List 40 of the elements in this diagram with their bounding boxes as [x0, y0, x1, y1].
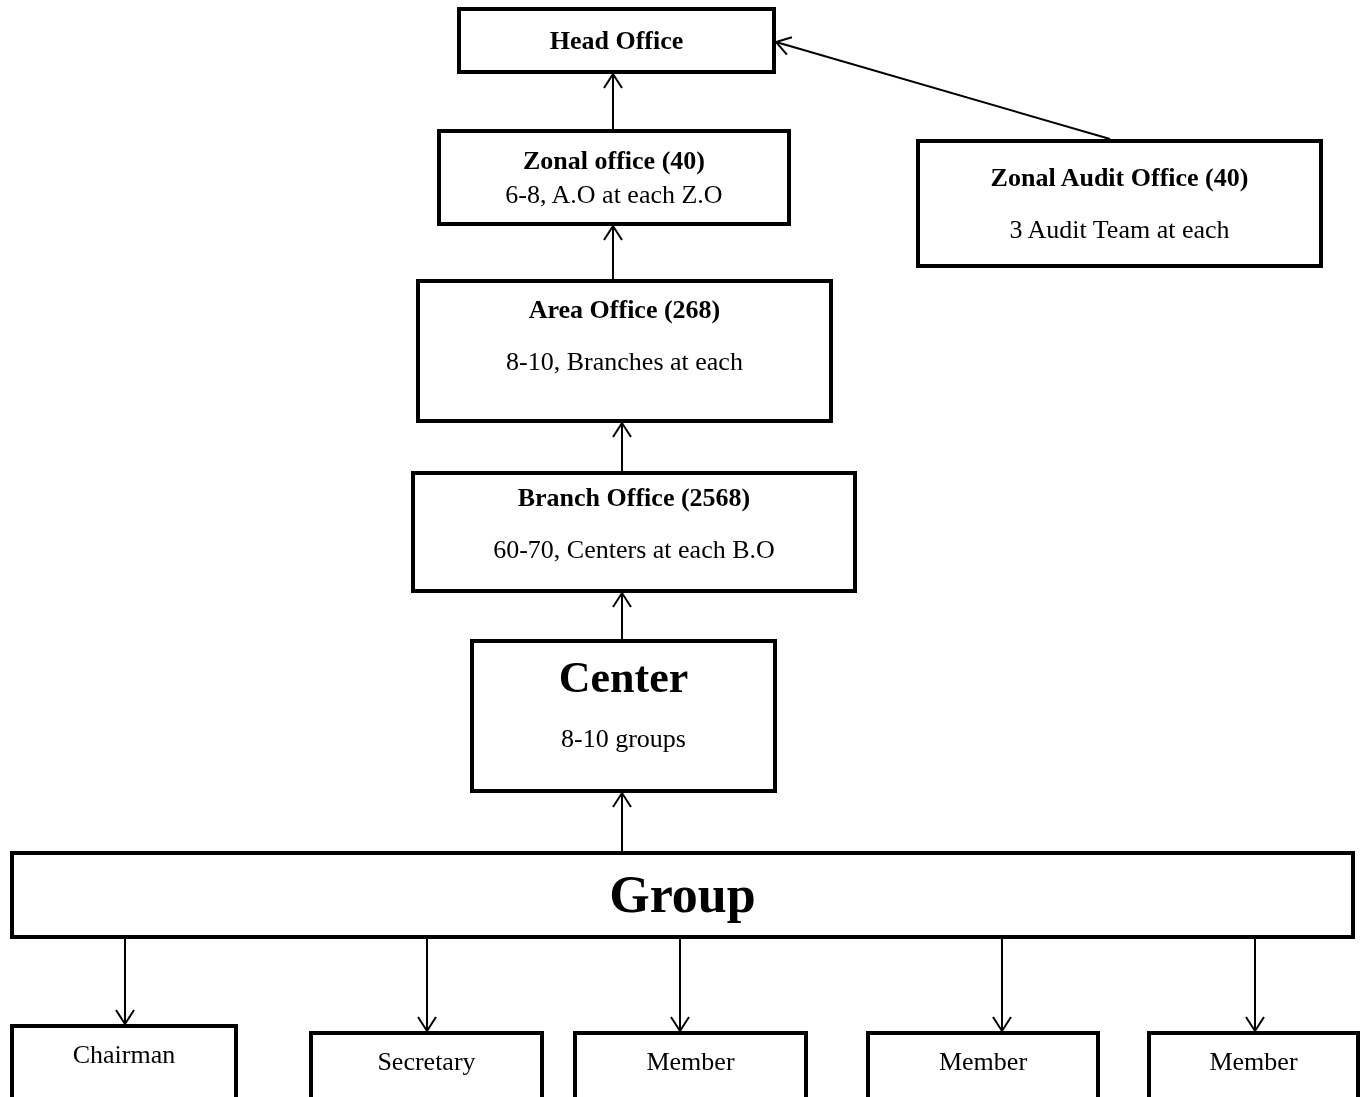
office-box [457, 7, 776, 74]
box-heading: Branch Office (2568) [517, 483, 751, 513]
office-box [411, 471, 857, 593]
box-label: Member [938, 1047, 1028, 1077]
role-box [309, 1031, 544, 1097]
role-box [10, 1024, 238, 1097]
role-box [573, 1031, 808, 1097]
arrow [612, 422, 632, 472]
role-box [1147, 1031, 1360, 1097]
box-detail: 60-70, Centers at each B.O [493, 534, 775, 565]
role-box [866, 1031, 1100, 1097]
office-box [437, 129, 791, 226]
group-bar [10, 851, 1355, 939]
box-label: Member [1209, 1047, 1298, 1077]
arrow [115, 938, 135, 1025]
box-label: Chairman [72, 1040, 176, 1070]
box-detail: 8-10 groups [561, 723, 686, 754]
box-label: Head Office [549, 25, 684, 56]
box-heading: Zonal Audit Office (40) [990, 162, 1249, 193]
arrow [612, 592, 632, 640]
arrow [1245, 938, 1265, 1032]
arrow [670, 938, 690, 1032]
office-box [916, 139, 1323, 268]
office-box [416, 279, 833, 423]
arrow [603, 73, 623, 130]
box-heading: Area Office (268) [528, 295, 721, 325]
arrow [603, 225, 623, 280]
box-detail: 6-8, A.O at each Z.O [505, 179, 723, 210]
box-label: Secretary [377, 1047, 476, 1077]
arrow [992, 938, 1012, 1032]
box-label: Member [646, 1047, 735, 1077]
box-heading: Center [558, 653, 689, 704]
arrow [417, 938, 437, 1032]
arrow [612, 792, 632, 852]
office-box [470, 639, 777, 793]
box-heading: Zonal office (40) [523, 145, 705, 176]
box-detail: 3 Audit Team at each [1009, 214, 1230, 245]
box-label: Group [609, 865, 756, 925]
box-detail: 8-10, Branches at each [506, 346, 743, 377]
arrow [775, 36, 1111, 140]
